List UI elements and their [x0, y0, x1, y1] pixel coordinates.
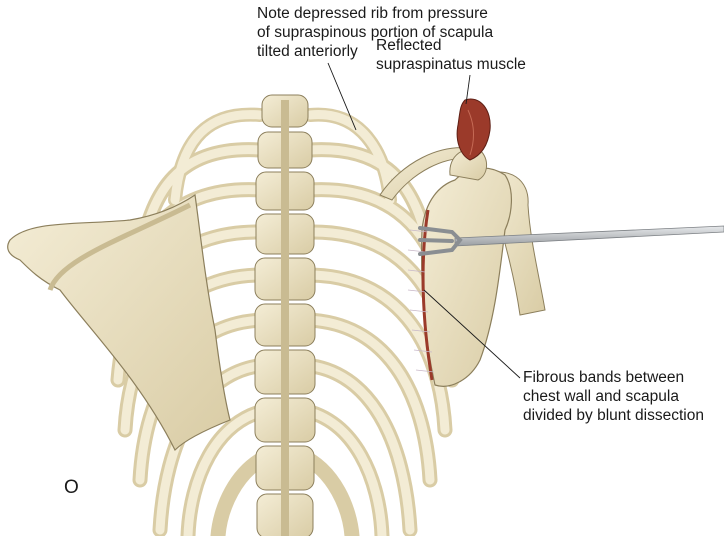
label-line: divided by blunt dissection — [523, 407, 704, 424]
label-depressed-rib: Note depressed rib from pressure of supr… — [257, 4, 493, 61]
label-line: of supraspinous portion of scapula — [257, 24, 494, 41]
label-line: chest wall and scapula — [523, 388, 679, 405]
blunt-dissection-forceps — [418, 225, 724, 256]
label-line: Note depressed rib from pressure — [257, 5, 488, 22]
label-reflected-muscle: Reflected supraspinatus muscle — [376, 36, 526, 74]
left-scapula — [7, 193, 231, 452]
label-line: tilted anteriorly — [257, 43, 358, 60]
label-line: Fibrous bands between — [523, 369, 685, 386]
right-scapula — [420, 167, 512, 387]
leader-lines — [327, 62, 521, 379]
fibrous-bands — [407, 229, 435, 373]
label-line: supraspinatus muscle — [376, 56, 526, 73]
label-line: Reflected — [376, 37, 442, 54]
panel-letter: O — [64, 477, 79, 498]
scapular-spine — [47, 202, 192, 291]
label-fibrous-bands: Fibrous bands between chest wall and sca… — [523, 368, 704, 425]
